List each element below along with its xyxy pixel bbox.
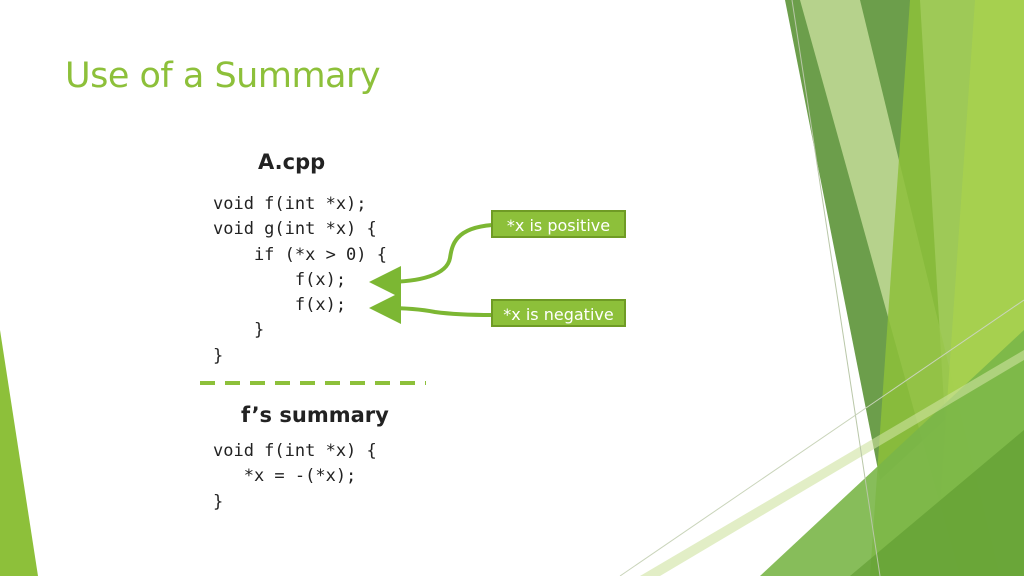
code-line: void g(int *x) { [213, 219, 377, 240]
code-line: f(x); [213, 269, 347, 290]
callout-negative: *x is negative [491, 299, 626, 327]
code-line: if (*x > 0) { [213, 244, 387, 265]
code-line: } [213, 320, 265, 341]
code-line: } [213, 345, 224, 366]
summary-heading: f’s summary [241, 403, 389, 427]
code-line: f(x); [213, 295, 347, 316]
code-block-summary: void f(int *x) { *x = -(*x); } [213, 439, 377, 515]
file-heading: A.cpp [258, 150, 326, 174]
dashed-divider [200, 381, 426, 385]
arrow-positive [369, 223, 493, 298]
arrow-negative [369, 292, 493, 325]
slide-title: Use of a Summary [65, 56, 381, 96]
code-line: void f(int *x); [213, 194, 367, 214]
code-line: } [213, 491, 224, 512]
callout-positive: *x is positive [491, 210, 626, 238]
code-line: *x = -(*x); [213, 466, 357, 487]
code-block-a: void f(int *x); void g(int *x) { if (*x … [213, 192, 387, 369]
code-line: void f(int *x) { [213, 441, 377, 461]
